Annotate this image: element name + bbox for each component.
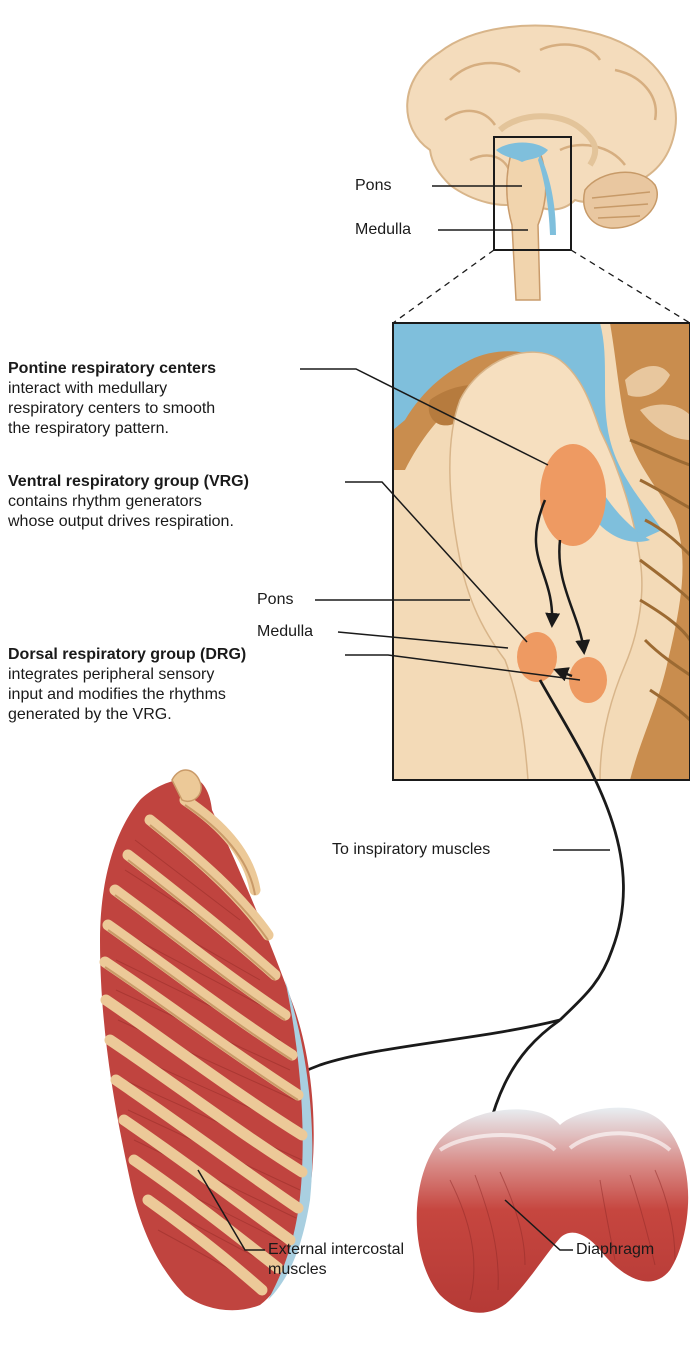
diaphragm-illustration: [417, 1108, 688, 1313]
callout-pontine-title: Pontine respiratory centers: [8, 359, 216, 379]
callout-pontine-line: interact with medullary: [8, 379, 216, 399]
callout-pontine-line: respiratory centers to smooth: [8, 399, 216, 419]
zoom-projection-left: [393, 250, 494, 323]
label-external-intercostal-line: muscles: [268, 1260, 404, 1280]
callout-pontine: Pontine respiratory centers interact wit…: [8, 359, 216, 439]
callout-vrg-line: whose output drives respiration.: [8, 512, 249, 532]
label-medulla-top: Medulla: [355, 220, 411, 240]
callout-vrg: Ventral respiratory group (VRG) contains…: [8, 472, 249, 532]
brain-sagittal-illustration: [407, 26, 676, 300]
label-external-intercostal-line: External intercostal: [268, 1240, 404, 1260]
callout-vrg-title: Ventral respiratory group (VRG): [8, 472, 249, 492]
pontine-respiratory-center: [540, 444, 606, 546]
label-to-inspiratory-muscles: To inspiratory muscles: [332, 840, 490, 860]
brainstem-zoom-panel: [393, 323, 690, 780]
callout-drg: Dorsal respiratory group (DRG) integrate…: [8, 645, 246, 725]
label-pons-top: Pons: [355, 176, 391, 196]
callout-drg-title: Dorsal respiratory group (DRG): [8, 645, 246, 665]
label-pons-mid: Pons: [257, 590, 293, 610]
label-medulla-mid: Medulla: [257, 622, 313, 642]
label-external-intercostal: External intercostal muscles: [268, 1240, 404, 1280]
zoom-projection-right: [571, 250, 690, 323]
label-diaphragm: Diaphragm: [576, 1240, 654, 1260]
callout-pontine-line: the respiratory pattern.: [8, 419, 216, 439]
callout-drg-line: generated by the VRG.: [8, 705, 246, 725]
callout-drg-line: input and modifies the rhythms: [8, 685, 246, 705]
callout-drg-line: integrates peripheral sensory: [8, 665, 246, 685]
rib-cage-illustration: [100, 770, 314, 1310]
callout-vrg-line: contains rhythm generators: [8, 492, 249, 512]
